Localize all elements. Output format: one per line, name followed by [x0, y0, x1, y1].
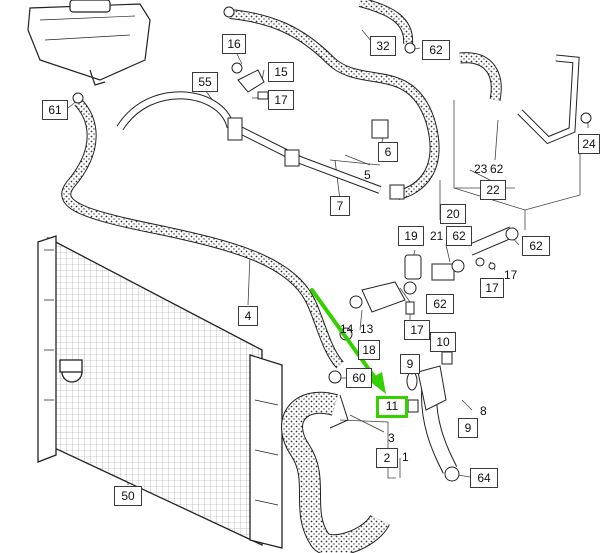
- callout-24[interactable]: 24: [578, 134, 600, 154]
- callout-32[interactable]: 32: [370, 36, 396, 56]
- callout-16[interactable]: 16: [222, 34, 246, 54]
- callout-3[interactable]: 3: [388, 431, 395, 445]
- callout-62-union[interactable]: 62: [446, 226, 472, 246]
- highlight-arrow: [310, 288, 386, 394]
- callout-62[interactable]: 62: [422, 40, 450, 60]
- callout-20[interactable]: 20: [440, 204, 466, 224]
- callout-4[interactable]: 4: [238, 306, 258, 326]
- callout-9-gasket[interactable]: 9: [458, 418, 478, 438]
- callout-19[interactable]: 19: [398, 226, 424, 246]
- callout-11-highlighted[interactable]: 11: [376, 396, 408, 418]
- callout-14[interactable]: 14: [340, 322, 354, 336]
- callout-9[interactable]: 9: [400, 354, 420, 374]
- callout-61[interactable]: 61: [42, 100, 68, 120]
- callout-60[interactable]: 60: [346, 368, 372, 388]
- coolant-hoses: [61, 0, 502, 553]
- callout-17-clip[interactable]: 17: [504, 268, 518, 282]
- callout-5[interactable]: 5: [364, 168, 371, 182]
- callout-62-seal[interactable]: 62: [426, 294, 454, 314]
- callout-13[interactable]: 13: [360, 322, 374, 336]
- callout-55[interactable]: 55: [192, 72, 218, 92]
- callout-17[interactable]: 17: [268, 90, 294, 110]
- callout-8[interactable]: 8: [480, 404, 487, 418]
- callout-62-flange[interactable]: 62: [522, 236, 550, 256]
- callout-10[interactable]: 10: [430, 332, 456, 352]
- callout-2[interactable]: 2: [376, 448, 398, 468]
- callout-15[interactable]: 15: [268, 62, 294, 82]
- small-parts: [72, 6, 592, 482]
- callout-50[interactable]: 50: [114, 486, 142, 506]
- expansion-tank: [27, 0, 151, 86]
- callout-22[interactable]: 22: [480, 180, 506, 200]
- callout-17-bolt[interactable]: 17: [480, 278, 504, 298]
- callout-23[interactable]: 23: [474, 162, 488, 176]
- callout-17-housing[interactable]: 17: [404, 320, 430, 340]
- callout-6[interactable]: 6: [378, 142, 398, 162]
- radiator: [37, 235, 283, 549]
- callout-64[interactable]: 64: [470, 468, 498, 488]
- callout-62-pipe[interactable]: 62: [490, 162, 504, 176]
- callout-21[interactable]: 21: [430, 229, 444, 243]
- callout-18[interactable]: 18: [358, 340, 380, 360]
- callout-7[interactable]: 7: [330, 196, 350, 216]
- callout-1[interactable]: 1: [402, 450, 409, 464]
